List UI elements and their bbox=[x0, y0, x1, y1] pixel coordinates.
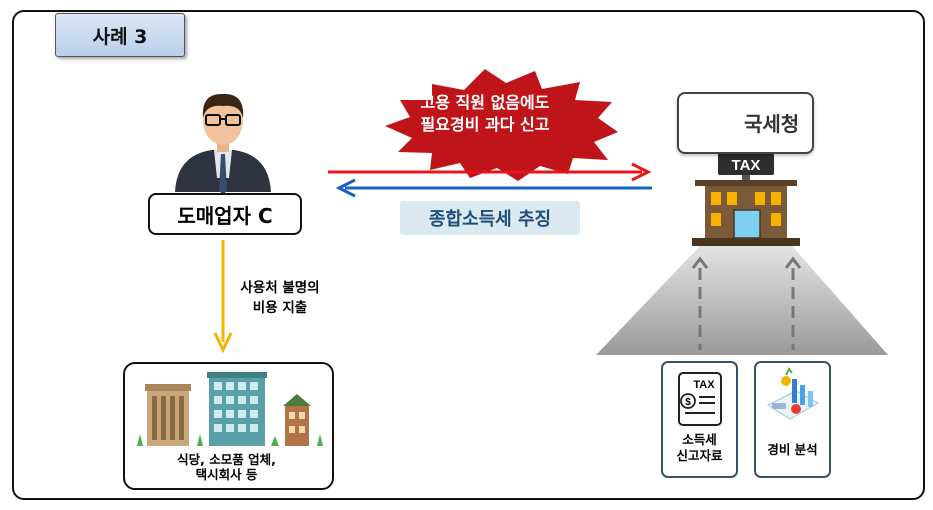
analysis-chart-icon bbox=[766, 367, 820, 420]
card-1-line-1: 소득세 bbox=[682, 432, 717, 447]
nts-name: 국세청 bbox=[744, 112, 800, 136]
expense-analysis-text: 경비 분석 bbox=[767, 442, 818, 457]
case-title-badge: 사례 3 bbox=[55, 13, 185, 57]
person-label: 도매업자 C bbox=[148, 193, 302, 235]
business-buildings-icon bbox=[137, 372, 323, 446]
diagram-frame bbox=[12, 10, 925, 500]
nts-logo-box bbox=[677, 92, 814, 154]
businesses-box bbox=[123, 362, 334, 490]
expense-text: 사용처 불명의 비용 지출 bbox=[218, 278, 342, 318]
collection-label: 종합소득세 추징 bbox=[400, 201, 580, 235]
businesses-line-1: 식당, 소모품 업체, bbox=[177, 452, 276, 467]
income-tax-report-text: 소득세 신고자료 bbox=[661, 432, 738, 464]
burst-line-2: 필요경비 과다 신고 bbox=[420, 115, 550, 134]
document-tax-sign: TAX bbox=[693, 379, 715, 391]
tax-office-building-icon: TAX bbox=[692, 153, 800, 246]
expense-line-2: 비용 지출 bbox=[252, 300, 308, 316]
businesses-text: 식당, 소모품 업체, 택시회사 등 bbox=[126, 452, 327, 482]
income-tax-report-card: TAX $ bbox=[661, 361, 738, 478]
svg-text:$: $ bbox=[685, 397, 691, 408]
tax-document-icon: TAX $ bbox=[678, 372, 722, 426]
card-1-line-2: 신고자료 bbox=[676, 448, 723, 463]
building-tax-sign: TAX bbox=[732, 157, 761, 174]
warning-burst bbox=[385, 69, 618, 181]
businesses-line-2: 택시회사 등 bbox=[195, 467, 258, 482]
expense-line-1: 사용처 불명의 bbox=[240, 280, 320, 296]
expense-analysis-card bbox=[754, 361, 831, 478]
businessman-icon bbox=[175, 93, 271, 196]
spotlight-beam bbox=[596, 246, 888, 355]
burst-text: 고용 직원 없음에도 필요경비 과다 신고 bbox=[385, 92, 585, 136]
burst-line-1: 고용 직원 없음에도 bbox=[420, 93, 550, 112]
